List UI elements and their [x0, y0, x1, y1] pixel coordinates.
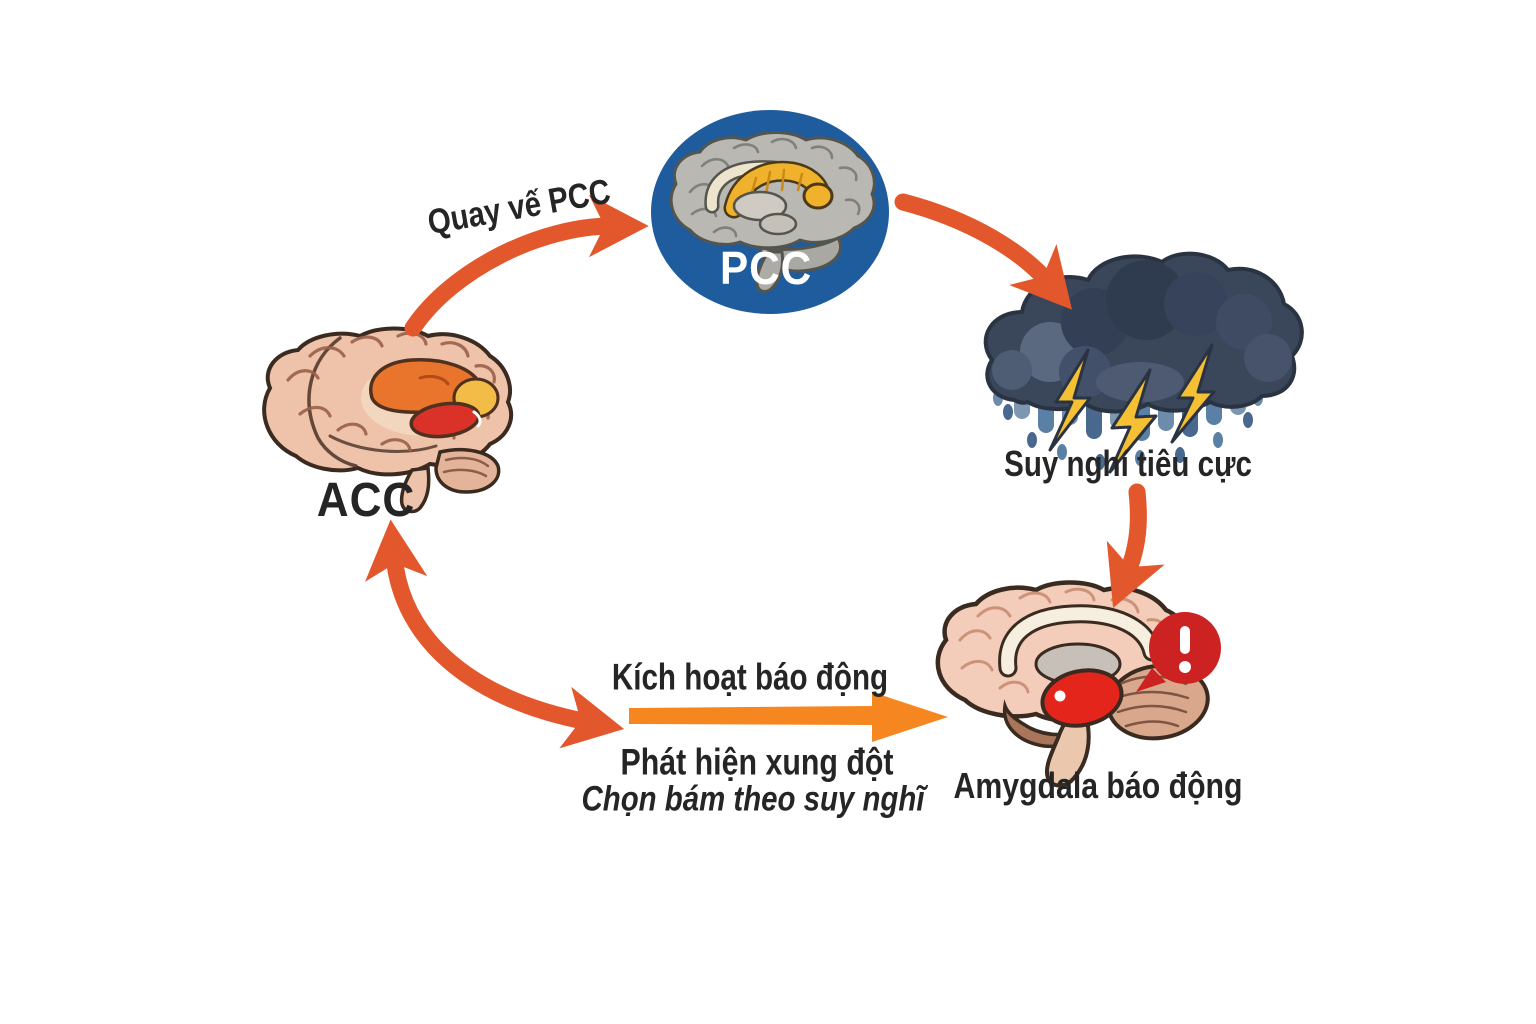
lightning-bolt-icon: [1048, 343, 1216, 474]
arrow-cloud-to-amygdala: [1106, 483, 1165, 608]
exclamation-bubble-icon: [1136, 612, 1221, 692]
arrow-trigger-amygdala: [629, 692, 948, 742]
brain-acc-highlight-icon: [262, 326, 514, 514]
arrow-amygdala-to-acc-curve: [365, 519, 625, 749]
arrow-pcc-to-cloud: [894, 193, 1073, 310]
node-label-pcc: PCC: [719, 242, 813, 294]
arrow-acc-to-pcc: [404, 194, 649, 337]
edge-label-phat-hien: Phát hiện xung đột: [620, 741, 894, 783]
edge-label-kich-hoat: Kích hoạt báo động: [611, 656, 889, 698]
node-label-amygdala: Amygdala báo động: [953, 765, 1243, 806]
node-label-acc: ACC: [316, 474, 416, 527]
brain-pcc-badge-icon: [651, 110, 889, 314]
storm-cloud-lightning-icon: [983, 251, 1304, 474]
node-label-negative-thoughts: Suy nghí tiêu cực: [1004, 443, 1252, 484]
edge-label-chon-bam: Chọn bám theo suy nghĩ: [581, 779, 925, 819]
brain-amygdala-alert-icon: [935, 580, 1221, 788]
